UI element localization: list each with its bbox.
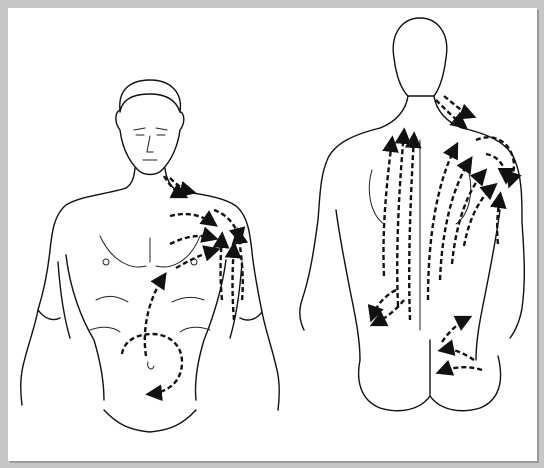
arrow-abdomen-up (145, 276, 164, 356)
front-navel (148, 362, 154, 369)
arrow-arm-2 (233, 246, 235, 320)
front-hair (120, 94, 180, 112)
arrow-back-5 (440, 160, 470, 280)
arrow-back-shoulder (476, 137, 514, 184)
arrow-buttock-2 (442, 349, 474, 360)
back-figure (300, 18, 524, 411)
front-torso (21, 188, 280, 410)
arrow-back-7 (464, 186, 494, 246)
arrow-buttock-3 (440, 367, 482, 372)
arrow-back-2 (397, 132, 404, 306)
arrow-neck (164, 176, 184, 196)
front-nose (147, 136, 153, 152)
arrow-chest-2 (170, 236, 214, 244)
front-nipple-left (103, 259, 109, 265)
front-eyebrows (134, 128, 167, 130)
arrow-back-1 (383, 140, 392, 276)
arrow-back-6 (452, 172, 484, 264)
arrow-back-low-1 (374, 300, 404, 324)
back-arrows (372, 96, 514, 372)
arrow-back-shoulder-2 (486, 154, 506, 180)
arrow-back-side (497, 196, 500, 244)
arrow-chest-1 (170, 214, 214, 224)
front-groin (104, 410, 196, 432)
arrow-back-low-2 (372, 290, 396, 318)
arrow-back-3 (409, 136, 414, 320)
arrow-shoulder (214, 210, 240, 240)
front-neck (126, 168, 176, 190)
front-arms (38, 262, 262, 338)
arrow-buttock-1 (442, 318, 468, 342)
back-buttocks (359, 340, 501, 411)
arrow-arm-1 (221, 236, 223, 300)
arrow-chest-3 (176, 250, 216, 268)
back-torso (300, 128, 524, 360)
front-abs (90, 296, 210, 332)
front-arrows (122, 176, 243, 394)
back-head (393, 18, 447, 96)
arrow-back-4 (428, 146, 456, 300)
arrow-abdomen-circle (122, 334, 182, 394)
